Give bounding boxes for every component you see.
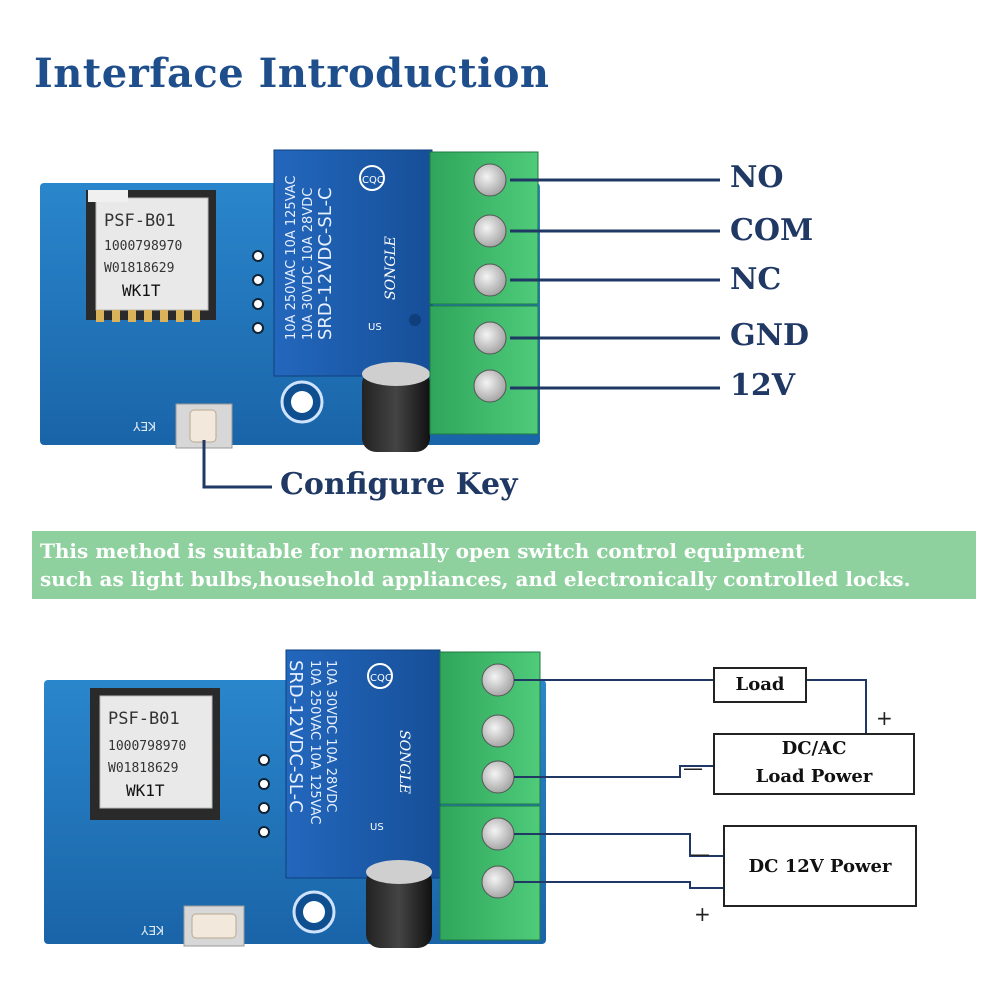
banner-line-2: such as light bulbs,household appliances… xyxy=(40,567,911,591)
screw-gnd-2[interactable] xyxy=(481,817,515,851)
relay-us-mark: US xyxy=(368,322,382,333)
relay-line-3: SRD-12VDC-SL-C xyxy=(315,187,336,340)
relay-brand-group: SONGLE xyxy=(383,236,399,300)
label-no: NO xyxy=(730,160,784,195)
label-nc: NC xyxy=(730,262,782,297)
key-silk-2: KEY xyxy=(141,923,164,937)
load-power-label: Load Power xyxy=(755,766,873,787)
screw-nc-2[interactable] xyxy=(481,760,515,794)
module-name-2: PSF-B01 xyxy=(108,709,180,729)
wiring-lines xyxy=(514,679,867,889)
dcac-label: DC/AC xyxy=(781,738,847,759)
label-gnd: GND xyxy=(730,318,810,353)
plus-sign-dc: + xyxy=(694,902,711,926)
label-com: COM xyxy=(730,213,814,248)
load-label: Load xyxy=(735,674,785,695)
info-banner: This method is suitable for normally ope… xyxy=(32,531,976,599)
header-holes xyxy=(252,250,264,334)
relay-line-2: 10A 30VDC 10A 28VDC xyxy=(301,188,316,340)
key-silk: KEY xyxy=(133,419,156,433)
relay-line-1: 10A 250VAC 10A 125VAC xyxy=(284,176,299,341)
screw-12v-2[interactable] xyxy=(481,865,515,899)
terminal-block-bottom xyxy=(439,651,541,941)
relay-brand-2: SONGLE xyxy=(396,730,412,794)
relay-brand-group-2: SONGLE xyxy=(396,730,412,794)
relay-marking: 10A 250VAC 10A 125VAC 10A 30VDC 10A 28VD… xyxy=(284,176,336,341)
cqc-mark xyxy=(359,165,385,191)
screw-gnd[interactable] xyxy=(473,321,507,355)
relay2-line-2: 10A 30VDC 10A 28VDC xyxy=(323,660,338,812)
relay-cert: CQC xyxy=(362,175,384,186)
terminal-block-top xyxy=(429,151,539,435)
terminal-callouts xyxy=(202,178,720,489)
relay-brand: SONGLE xyxy=(383,236,399,300)
screw-nc[interactable] xyxy=(473,263,507,297)
relay2-line-3: SRD-12VDC-SL-C xyxy=(285,660,306,813)
relay-marking-2: 10A 250VAC 10A 125VAC 10A 30VDC 10A 28VD… xyxy=(307,660,338,825)
module-code-2: W01818629 xyxy=(108,761,178,776)
screw-com[interactable] xyxy=(473,214,507,248)
module-id-2: 1000798970 xyxy=(108,739,186,754)
relay-board-top: PSF-B01 1000798970 W01818629 WK1T 10A 25… xyxy=(40,149,720,489)
relay-board-bottom: PSF-B01 1000798970 W01818629 WK1T 10A 25… xyxy=(44,649,917,948)
minus-sign-dc: — xyxy=(690,842,710,866)
relay-us-mark-2: US xyxy=(370,822,384,833)
capacitor xyxy=(362,370,430,452)
screw-no-2[interactable] xyxy=(481,663,515,697)
relay-marking-2b: SRD-12VDC-SL-C xyxy=(285,660,306,813)
plus-sign-load: + xyxy=(876,706,893,730)
module-pads xyxy=(96,310,200,322)
relay-body-2 xyxy=(285,649,441,879)
mount-hole-center xyxy=(291,391,313,413)
relay-body xyxy=(273,149,433,377)
header-holes-2 xyxy=(258,754,270,838)
minus-sign-load: — xyxy=(683,756,703,780)
wifi-module xyxy=(86,190,216,320)
module-model: WK1T xyxy=(122,281,161,300)
screw-12v[interactable] xyxy=(473,369,507,403)
module-model-2: WK1T xyxy=(126,781,165,800)
module-id: 1000798970 xyxy=(104,239,182,254)
relay-cert-2: CQC xyxy=(370,673,392,684)
configure-key-button[interactable] xyxy=(189,409,217,443)
relay-dot xyxy=(409,314,421,326)
page-title: Interface Introduction xyxy=(34,50,550,97)
load-box xyxy=(713,667,807,703)
banner-line-1: This method is suitable for normally ope… xyxy=(40,539,805,563)
capacitor-2 xyxy=(366,868,432,948)
capacitor-top xyxy=(362,362,430,386)
module-code: W01818629 xyxy=(104,261,174,276)
screw-no[interactable] xyxy=(473,163,507,197)
relay2-line-1: 10A 250VAC 10A 125VAC xyxy=(307,660,322,825)
cqc-mark-2 xyxy=(367,663,393,689)
dc12v-label: DC 12V Power xyxy=(748,856,892,877)
label-configure-key: Configure Key xyxy=(280,467,518,502)
dc12v-box xyxy=(723,825,917,907)
load-power-box xyxy=(713,733,915,795)
label-12v: 12V xyxy=(730,368,796,403)
screw-com-2[interactable] xyxy=(481,714,515,748)
module-name: PSF-B01 xyxy=(104,211,176,231)
